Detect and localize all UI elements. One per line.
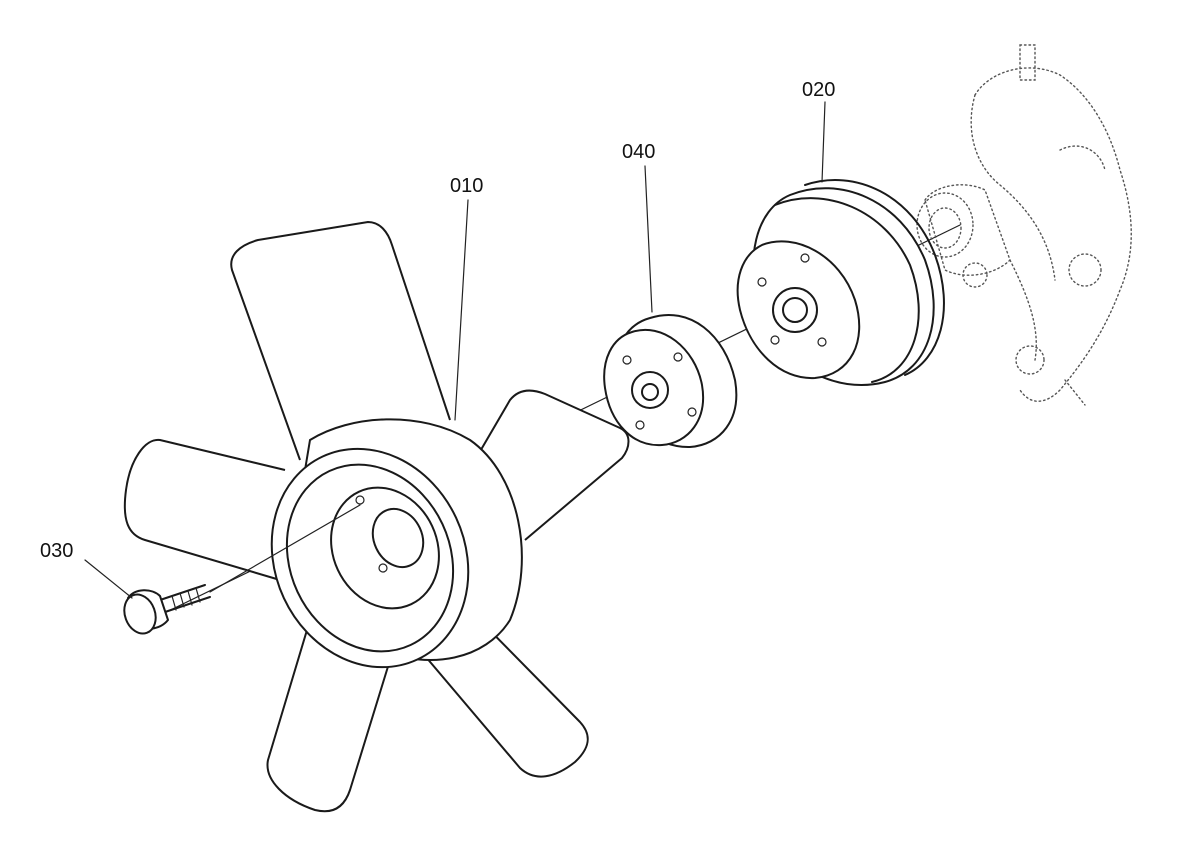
fan-blade-left xyxy=(123,438,286,581)
cooling-fan xyxy=(123,221,630,813)
part-label-010: 010 xyxy=(450,175,483,197)
fan-pulley xyxy=(736,179,945,386)
fan-blade-upper-left xyxy=(230,221,451,461)
part-label-020: 020 xyxy=(802,79,835,101)
leader-line-030 xyxy=(84,559,133,599)
part-label-030: 030 xyxy=(40,540,73,562)
part-label-040: 040 xyxy=(622,141,655,163)
leader-line-040 xyxy=(644,165,653,313)
hex-bolt xyxy=(123,504,361,635)
spacer xyxy=(603,313,738,449)
leader-line-010 xyxy=(454,199,469,421)
water-pump-housing xyxy=(916,44,1132,406)
fan-blade-lower-left xyxy=(266,619,391,813)
leader-line-020 xyxy=(821,101,826,183)
